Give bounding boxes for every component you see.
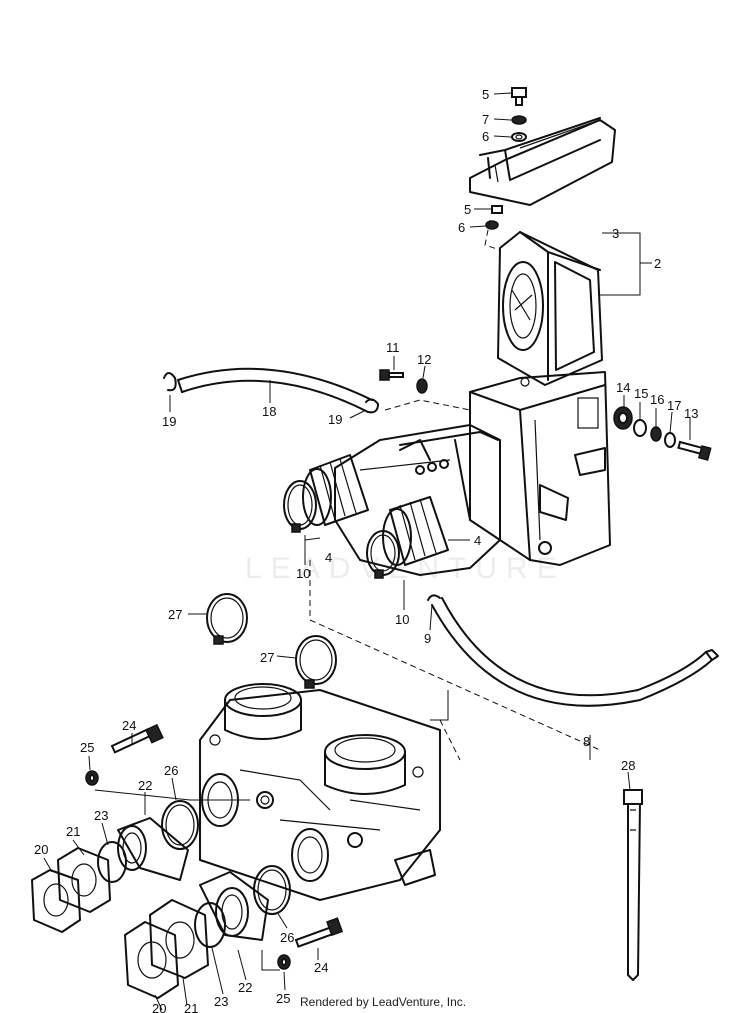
callout-24-lower: 24: [314, 960, 328, 975]
callout-8: 8: [583, 734, 590, 749]
callout-25-lower: 25: [276, 991, 290, 1006]
hose-clip-19-right: [365, 398, 379, 414]
render-credit: Rendered by LeadVenture, Inc.: [300, 995, 467, 1009]
callout-10-upper: 10: [296, 566, 310, 581]
air-cleaner-case: [469, 371, 611, 566]
intake-boot-upper: [302, 454, 369, 526]
drain-hose-9: [427, 594, 719, 707]
callout-18: 18: [262, 404, 276, 419]
callout-7: 7: [482, 112, 489, 127]
callout-17: 17: [667, 398, 681, 413]
callout-27-lower: 27: [260, 650, 274, 665]
callout-28: 28: [621, 758, 635, 773]
clamp-10-lower: [366, 530, 400, 579]
callout-labels: 5 7 6 5 6 3 2 11 12 19 18 19 14 15 16 17…: [34, 87, 698, 1013]
callout-27-upper: 27: [168, 607, 182, 622]
callout-21-lower: 21: [184, 1001, 198, 1013]
hose-clip-19-left: [163, 372, 177, 392]
callout-24-upper: 24: [122, 718, 136, 733]
callout-6-mid: 6: [458, 220, 465, 235]
washer-25-lower: [277, 954, 291, 970]
clamp-26-lower: [253, 865, 291, 915]
watermark: LEADVENTURE: [245, 552, 566, 585]
screw-5-top: [511, 87, 527, 106]
callout-3: 3: [612, 226, 619, 241]
gasket-20-upper: [31, 869, 81, 933]
callout-5-top: 5: [482, 87, 489, 102]
breather-hose-18: [177, 367, 373, 413]
carburetor-assembly: [199, 683, 441, 901]
callout-21-upper: 21: [66, 824, 80, 839]
callout-5-mid: 5: [464, 202, 471, 217]
intake-pipe-22-lower: [199, 871, 269, 941]
callout-26-lower: 26: [280, 930, 294, 945]
intake-boot-lower: [382, 496, 449, 566]
screw-5-mid: [491, 205, 503, 214]
o-ring-23-upper: [97, 841, 127, 883]
air-cleaner-cap: [469, 117, 616, 206]
callout-4-lower: 4: [474, 533, 481, 548]
callout-12: 12: [417, 352, 431, 367]
clamp-27-upper: [206, 593, 248, 645]
clamp-10-upper: [283, 480, 317, 533]
spacer-21-lower: [149, 899, 209, 979]
strap-28: [623, 789, 643, 981]
air-cleaner-element: [497, 231, 603, 386]
bolt-24-lower: [294, 917, 344, 948]
spacer-21-upper: [57, 847, 111, 913]
callout-14: 14: [616, 380, 630, 395]
intake-pipe-22-upper: [117, 817, 189, 881]
washer-16: [650, 426, 662, 442]
callout-6-top: 6: [482, 129, 489, 144]
callout-9: 9: [424, 631, 431, 646]
callout-26-upper: 26: [164, 763, 178, 778]
callout-2: 2: [654, 256, 661, 271]
bolt-24-upper: [110, 723, 164, 754]
callout-23-lower: 23: [214, 994, 228, 1009]
callout-15: 15: [634, 386, 648, 401]
washer-7: [511, 115, 527, 125]
bolt-11: [379, 369, 404, 381]
washer-25-upper: [85, 770, 99, 786]
callout-19-left: 19: [162, 414, 176, 429]
callout-11: 11: [386, 340, 400, 355]
callout-23-upper: 23: [94, 808, 108, 823]
callout-20-lower: 20: [152, 1001, 166, 1013]
washer-17: [664, 432, 676, 448]
grommet-14: [613, 406, 633, 430]
callout-4-upper: 4: [325, 550, 332, 565]
callout-10-lower: 10: [395, 612, 409, 627]
callout-leaders: [43, 92, 691, 1011]
clamp-26-upper: [161, 800, 199, 850]
callout-20-upper: 20: [34, 842, 48, 857]
callout-16: 16: [650, 392, 664, 407]
washer-12: [416, 378, 428, 394]
washer-6-mid: [485, 220, 499, 230]
collar-15: [633, 419, 647, 437]
callout-19-right: 19: [328, 412, 342, 427]
intake-duct: [334, 424, 501, 576]
clamp-27-lower: [295, 635, 337, 689]
callout-13: 13: [684, 406, 698, 421]
bolt-13: [677, 440, 712, 461]
washer-6-top: [511, 132, 527, 142]
callout-22-lower: 22: [238, 980, 252, 995]
assembly-guide-lines: [94, 219, 601, 971]
callout-25-upper: 25: [80, 740, 94, 755]
callout-22-upper: 22: [138, 778, 152, 793]
